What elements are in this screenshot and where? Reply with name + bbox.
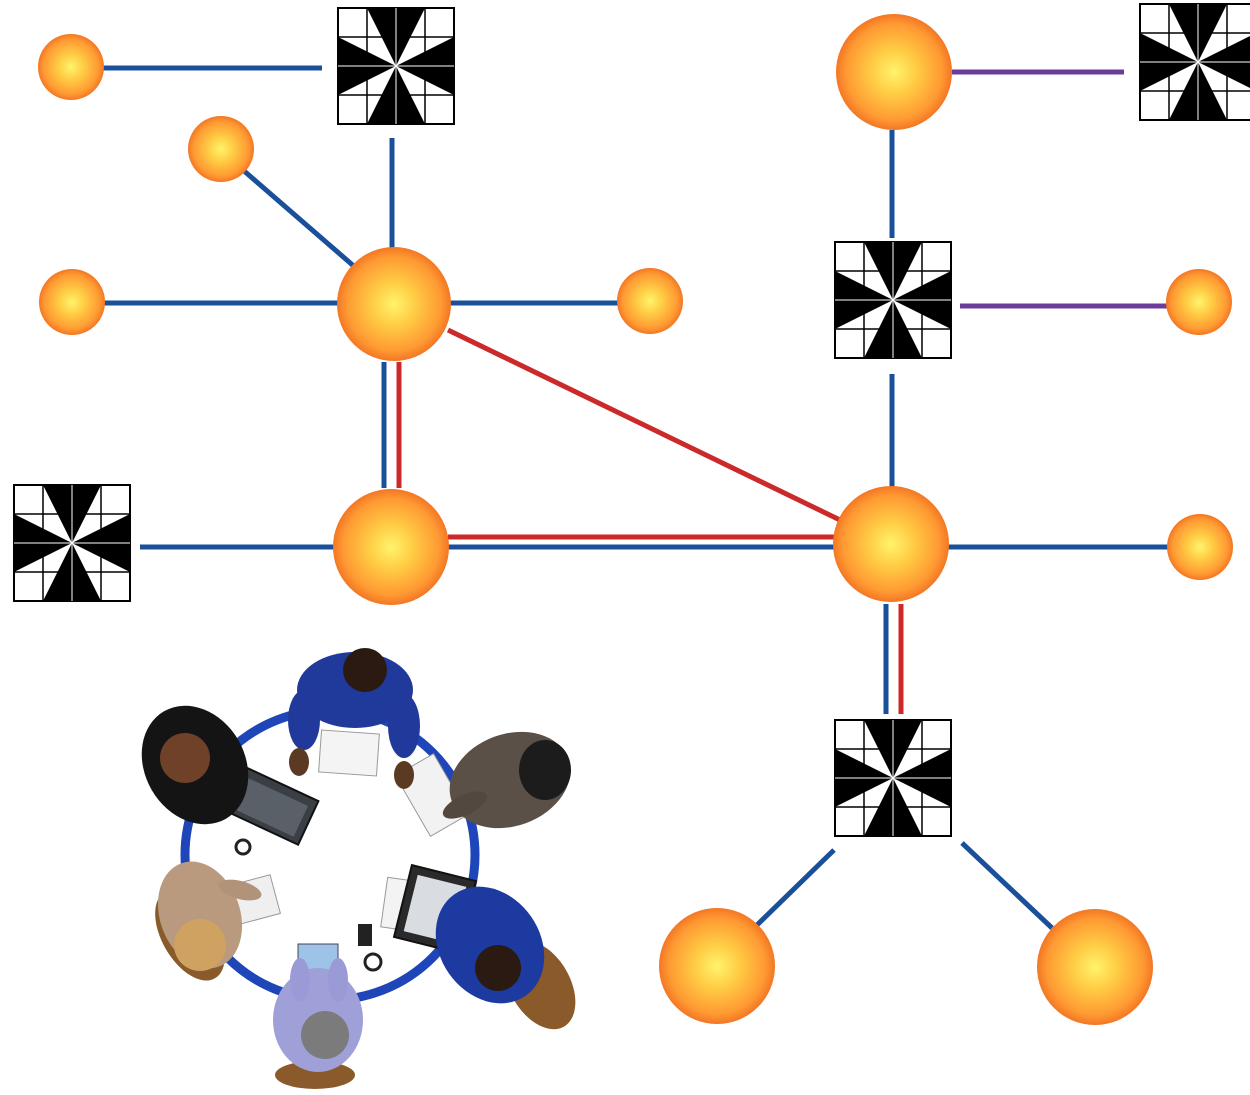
link-blue	[960, 841, 1054, 930]
orange-sphere-node-icon	[659, 908, 775, 1024]
orange-sphere-node-icon	[188, 116, 254, 182]
person-top-left	[141, 705, 249, 825]
orange-sphere-node-icon	[38, 34, 104, 100]
eight-point-star-hub-icon	[834, 241, 952, 359]
person-top	[288, 648, 420, 789]
link-red	[446, 327, 842, 523]
orange-sphere-node-icon	[836, 14, 952, 130]
eight-point-star-hub-icon	[834, 719, 952, 837]
person-right	[442, 731, 571, 829]
link-blue	[241, 168, 358, 270]
person-left	[155, 861, 262, 981]
orange-sphere-node-icon	[1037, 909, 1153, 1025]
orange-sphere-node-icon	[833, 486, 949, 602]
eight-point-star-hub-icon	[337, 7, 455, 125]
eight-point-star-hub-icon	[13, 484, 131, 602]
person-bottom	[273, 958, 363, 1089]
person-bottom-right	[435, 886, 576, 1030]
orange-sphere-node-icon	[333, 489, 449, 605]
orange-sphere-node-icon	[337, 247, 451, 361]
orange-sphere-node-icon	[1166, 269, 1232, 335]
orange-sphere-node-icon	[617, 268, 683, 334]
orange-sphere-node-icon	[39, 269, 105, 335]
orange-sphere-node-icon	[1167, 514, 1233, 580]
eight-point-star-hub-icon	[1139, 3, 1250, 121]
nodes	[38, 14, 1233, 1025]
link-blue	[755, 848, 836, 927]
people-round-table-meeting-icon	[141, 648, 576, 1089]
links	[100, 65, 1170, 930]
